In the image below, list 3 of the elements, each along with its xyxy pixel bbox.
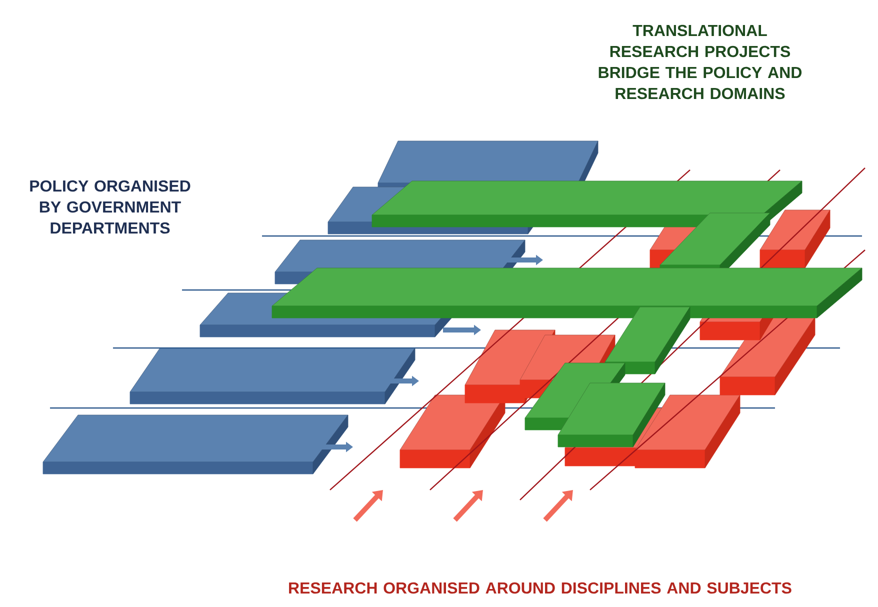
label-text: TRANSLATIONAL RESEARCH PROJECTS BRIDGE THE POLICY AND RESEARCH DOMAINS — [598, 24, 802, 100]
label-text: POLICY ORGANISED BY GOVERNMENT DEPARTMENTS — [30, 180, 190, 234]
label-text: RESEARCH ORGANISED AROUND DISCIPLINES AND SUBJECTS — [289, 582, 792, 594]
